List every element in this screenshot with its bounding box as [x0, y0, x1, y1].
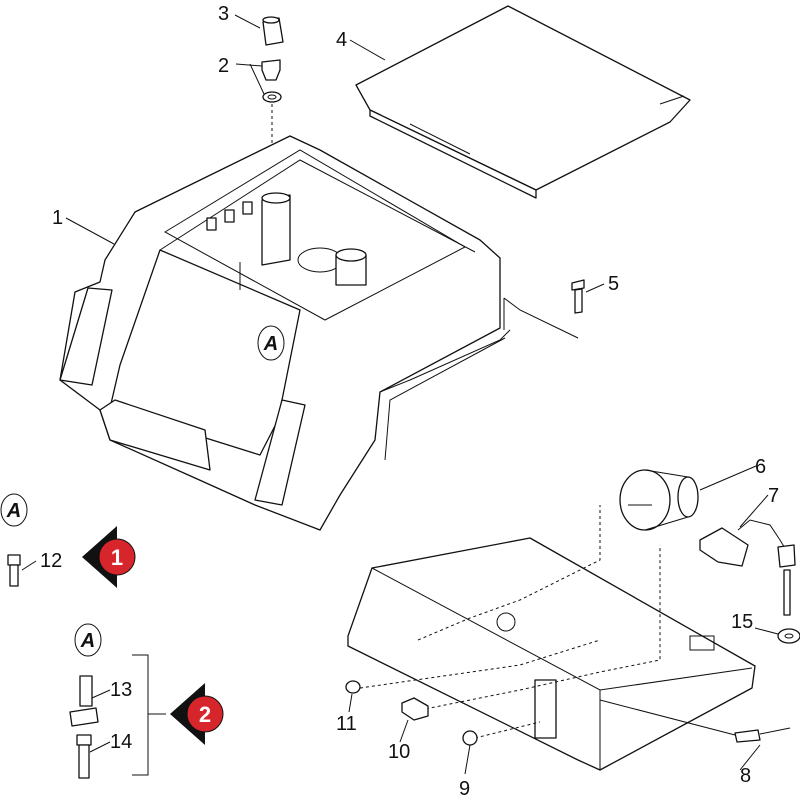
label-part-8: 8: [740, 765, 751, 787]
label-part-12: 12: [40, 550, 62, 572]
label-part-11: 11: [336, 713, 357, 735]
part-10-clip: [401, 697, 429, 721]
label-part-6: 6: [755, 456, 766, 478]
part-5-screw: [571, 279, 585, 314]
part-11-grommet: [345, 680, 361, 694]
part-13-standoff: [69, 675, 99, 727]
reference-marker-a-top: A: [0, 493, 28, 527]
label-part-13: 13: [110, 679, 132, 701]
label-part-15: 15: [731, 611, 753, 633]
part-14-screw: [76, 734, 92, 779]
part-12-screw: [7, 554, 21, 587]
label-part-1: 1: [52, 207, 63, 229]
label-part-10: 10: [388, 741, 410, 763]
reference-marker-a-bottom: A: [74, 623, 102, 657]
label-part-2: 2: [218, 55, 229, 77]
label-part-5: 5: [608, 273, 619, 295]
part-8-probe: [599, 699, 791, 743]
label-part-9: 9: [459, 778, 470, 800]
reference-marker-a-housing: A: [257, 325, 285, 361]
reference-marker-label: A: [80, 630, 95, 652]
group-marker-2: 2: [170, 683, 224, 745]
part-labels: 3 2 4 1 5 6 7 15 8 9 10 11 12 13 14: [40, 3, 779, 800]
group-marker-1: 1: [82, 526, 136, 588]
part-15-washer: [777, 628, 800, 644]
label-part-14: 14: [110, 731, 132, 753]
reference-marker-label: A: [263, 333, 278, 355]
tray-assembly: [347, 505, 756, 771]
label-part-4: 4: [336, 29, 347, 51]
label-part-7: 7: [768, 485, 779, 507]
part-9-plug: [462, 730, 478, 746]
group-marker-2-label: 2: [199, 702, 211, 727]
part-7-sensor: [699, 519, 796, 616]
part-6-component: [619, 469, 699, 531]
part-1-housing: [59, 135, 511, 531]
group-marker-1-label: 1: [111, 545, 123, 570]
label-part-3: 3: [218, 3, 229, 25]
leader-lines: [21, 14, 779, 775]
part-4-lid: [355, 5, 691, 199]
reference-marker-label: A: [6, 500, 21, 522]
part-3-cap: [262, 16, 284, 46]
part-2-fitting: [261, 59, 282, 103]
